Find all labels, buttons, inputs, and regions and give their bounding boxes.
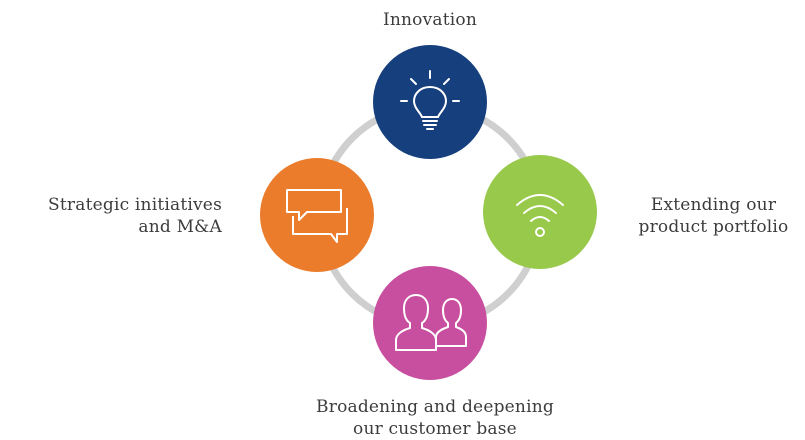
product-portfolio-label-line-2: product portfolio <box>638 217 789 237</box>
chat-bubbles-icon <box>286 189 348 243</box>
innovation-label-line: Innovation <box>382 10 478 30</box>
innovation-node <box>373 45 487 159</box>
customer-base-label: Broadening and deepening our customer ba… <box>270 396 600 440</box>
strategic-initiatives-label-line-1: Strategic initiatives <box>48 195 222 215</box>
lightbulb-icon <box>400 70 460 130</box>
product-portfolio-label: Extending our product portfolio <box>622 194 805 238</box>
strategic-initiatives-label: Strategic initiatives and M&A <box>0 194 222 238</box>
strategic-initiatives-node <box>260 158 374 272</box>
strategic-initiatives-label-line-2: and M&A <box>138 217 222 237</box>
innovation-label: Innovation <box>330 9 530 31</box>
customer-base-label-line-1: Broadening and deepening <box>316 397 554 417</box>
product-portfolio-label-line-1: Extending our <box>650 195 777 215</box>
wifi-signal-icon <box>516 194 564 237</box>
customer-base-node <box>373 266 487 380</box>
product-portfolio-node <box>483 155 597 269</box>
customer-base-label-line-2: our customer base <box>353 419 517 439</box>
users-icon <box>395 294 467 351</box>
